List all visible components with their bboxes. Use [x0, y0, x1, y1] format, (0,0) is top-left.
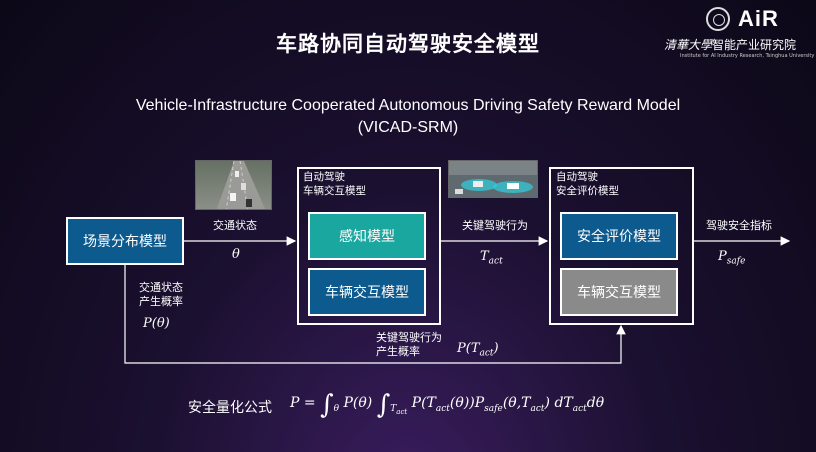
traffic-prob-line-2: 产生概率: [139, 295, 183, 308]
formula-p-t: P(T: [411, 395, 436, 411]
traffic-state-label: 交通状态: [213, 219, 257, 232]
formula-p-eq: P =: [290, 395, 316, 411]
traffic-prob-label: 交通状态 产生概率: [126, 281, 196, 309]
frame2-title-line-1: 自动驾驶: [556, 171, 598, 183]
integral-1: ∫: [320, 390, 334, 420]
formula-part2: P(Tact(θ))Psafe(θ,Tact) dTactdθ: [411, 395, 605, 414]
safety-index-label: 驾驶安全指标: [706, 219, 772, 232]
p-tact-main: P(T: [457, 341, 480, 356]
page-subtitle: Vehicle-Infrastructure Cooperated Autono…: [0, 95, 816, 139]
page-title: 车路协同自动驾驶安全模型: [276, 32, 540, 56]
t-act-main: T: [480, 249, 489, 264]
subtitle-line-2: (VICAD-SRM): [357, 119, 459, 136]
safety-formula: P = ∫θ P(θ) ∫Tact P(Tact(θ))Psafe(θ,Tact…: [290, 390, 604, 420]
formula-label: 安全量化公式: [188, 400, 272, 416]
institute-name: 智能产业研究院: [712, 38, 797, 52]
formula-theta-t: (θ,T: [502, 395, 531, 411]
formula-act-1: act: [435, 403, 450, 414]
integral-2-limit-main: T: [390, 403, 397, 414]
p-safe-subscript: safe: [726, 256, 746, 267]
t-act-symbol: Tact: [480, 249, 503, 267]
traffic-prob-line-1: 交通状态: [139, 281, 183, 294]
frame1-title: 自动驾驶 车辆交互模型: [303, 170, 366, 198]
integral-2: ∫: [377, 390, 391, 420]
integral-2-limit-sub: act: [396, 407, 408, 416]
integral-2-sign: ∫: [376, 390, 391, 420]
integral-1-limit: θ: [333, 403, 340, 414]
t-act-subscript: act: [488, 256, 503, 267]
safety-eval-model-box: 安全评价模型: [560, 212, 678, 260]
institute-name-en: Institute for AI Industry Research, Tsin…: [680, 53, 815, 59]
p-tact-symbol: P(Tact): [457, 341, 499, 359]
formula-theta-p: (θ))P: [449, 395, 485, 411]
formula-safe: safe: [484, 403, 503, 414]
institute-name-cn: 清華大學智能产业研究院: [664, 36, 796, 53]
formula-act-2: act: [530, 403, 545, 414]
p-safe-main: P: [718, 249, 727, 264]
scene-distribution-box: 场景分布模型: [66, 217, 184, 265]
key-behavior-label: 关键驾驶行为: [462, 219, 528, 232]
integral-2-limit: Tact: [390, 403, 408, 416]
p-theta-symbol: P(θ): [143, 316, 170, 331]
formula-dt: ) dT: [544, 395, 573, 411]
frame2-title-line-2: 安全评价模型: [556, 185, 619, 197]
vehicle-interaction-box-1: 车辆交互模型: [308, 268, 426, 316]
vehicle-interaction-image: [448, 160, 538, 198]
p-tact-subscript: act: [479, 348, 494, 359]
safety-eval-frame: [549, 167, 694, 325]
key-prob-label: 关键驾驶行为 产生概率: [376, 331, 456, 359]
key-prob-line-2: 产生概率: [376, 345, 420, 358]
subtitle-line-1: Vehicle-Infrastructure Cooperated Autono…: [135, 97, 681, 114]
air-logo: AiR: [738, 6, 779, 31]
integral-1-sign: ∫: [320, 390, 334, 420]
tsinghua-seal-icon: [706, 7, 730, 31]
interaction-model-frame: [297, 167, 441, 325]
frame2-title: 自动驾驶 安全评价模型: [556, 170, 619, 198]
formula-p-theta: P(θ): [343, 395, 373, 411]
frame1-title-line-2: 车辆交互模型: [303, 185, 366, 197]
formula-act-3: act: [572, 403, 587, 414]
frame1-title-line-1: 自动驾驶: [303, 171, 345, 183]
key-prob-line-1: 关键驾驶行为: [376, 331, 442, 344]
vehicle-interaction-box-2: 车辆交互模型: [560, 268, 678, 316]
institute-script: 清華大學: [664, 38, 713, 52]
formula-dtheta: dθ: [586, 395, 605, 411]
p-tact-close: ): [493, 341, 499, 356]
perception-model-box: 感知模型: [308, 212, 426, 260]
theta-symbol: θ: [232, 247, 240, 262]
p-safe-symbol: Psafe: [718, 249, 745, 267]
feedback-line: [124, 265, 626, 364]
traffic-road-image: [195, 160, 272, 210]
